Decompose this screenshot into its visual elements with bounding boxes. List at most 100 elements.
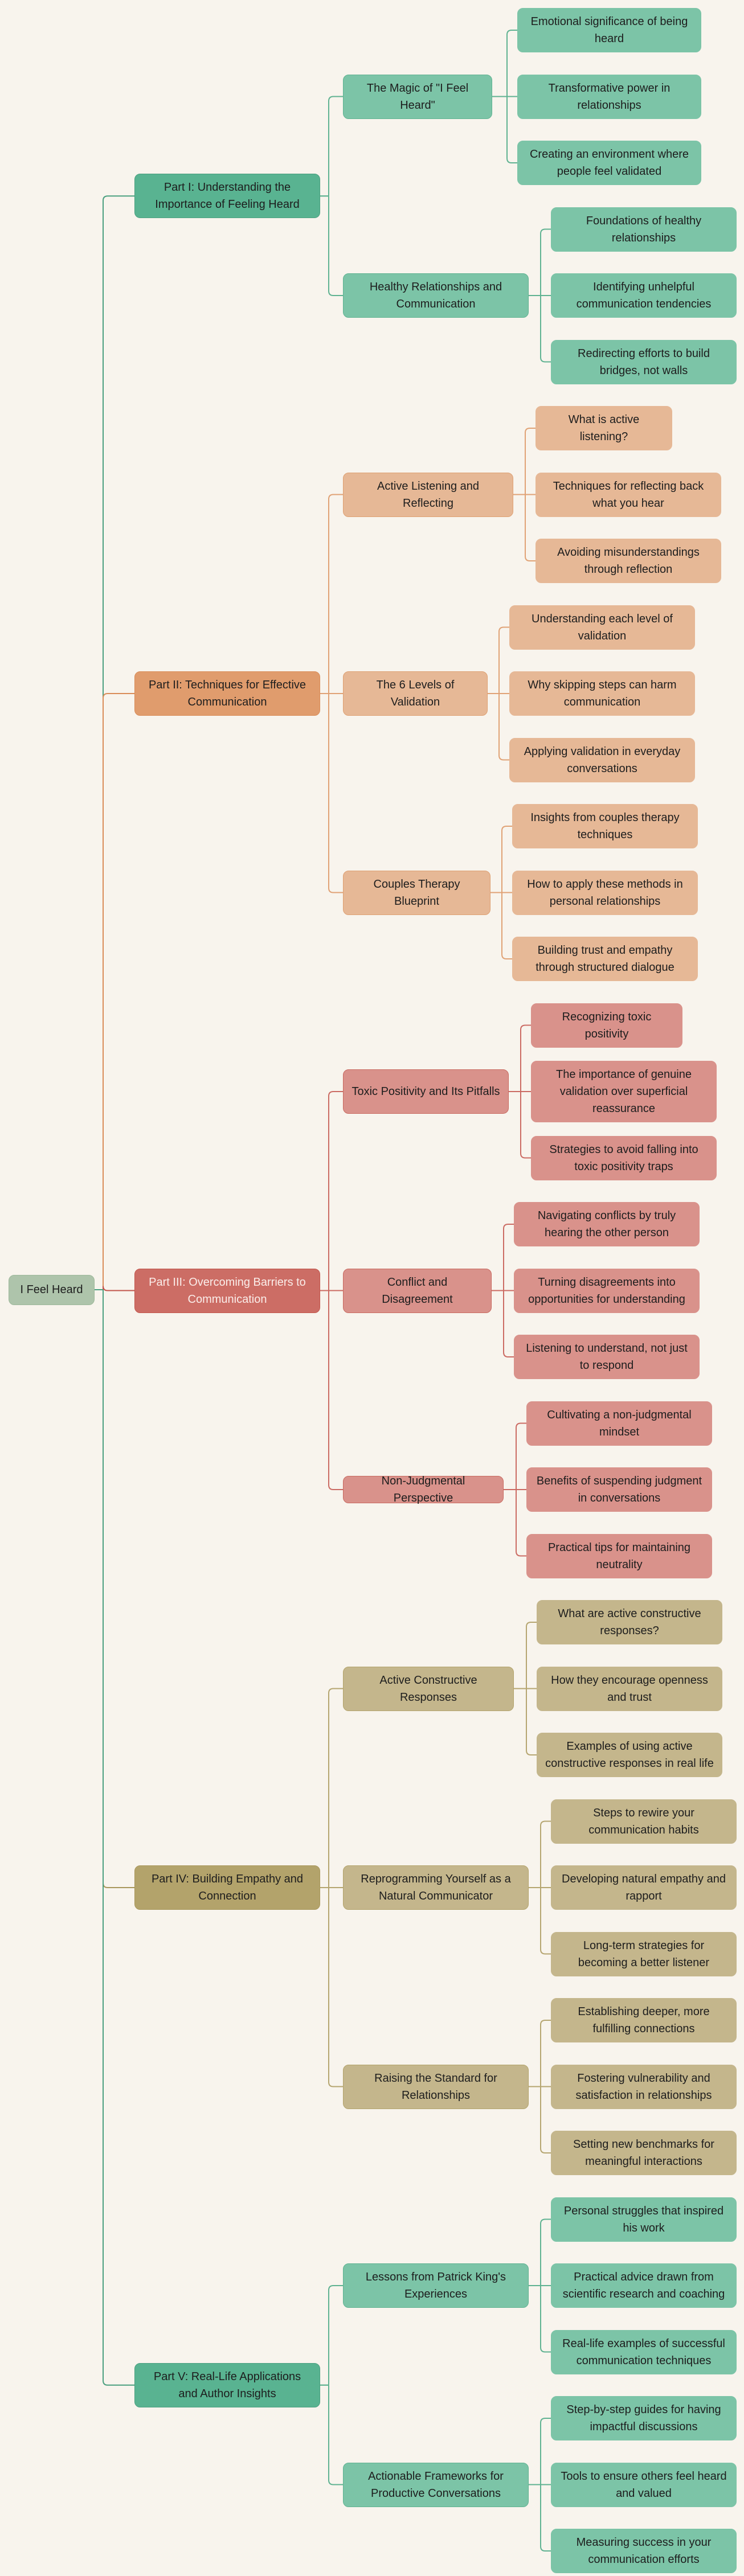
leaf-node[interactable]: Examples of using active constructive re… [537,1733,722,1777]
section-node-label: Reprogramming Yourself as a Natural Comm… [361,1873,511,1902]
section-node[interactable]: Non-Judgmental Perspective [343,1475,504,1504]
leaf-node[interactable]: Understanding each level of validation [509,605,695,650]
section-to-leaf-connector [488,626,509,694]
leaf-node[interactable]: Foundations of healthy relationships [551,207,737,252]
section-node-label: Lessons from Patrick King's Experiences [365,2271,506,2300]
part-to-section-connector [320,96,343,197]
leaf-node-label: What are active constructive responses? [558,1607,701,1637]
leaf-node-label: Practical advice drawn from scientific r… [562,2271,725,2300]
leaf-node[interactable]: Practical advice drawn from scientific r… [551,2263,737,2308]
leaf-node-label: Personal struggles that inspired his wor… [563,2204,724,2234]
section-to-leaf-connector [529,2218,551,2286]
part-node-label: Part III: Overcoming Barriers to Communi… [149,1275,306,1306]
leaf-node-label: Techniques for reflecting back what you … [553,479,704,510]
leaf-node-label: What is active listening? [568,413,640,443]
section-to-leaf-connector [492,30,517,97]
leaf-node[interactable]: Developing natural empathy and rapport [551,1865,737,1910]
section-to-leaf-connector [529,2418,551,2485]
leaf-node-label: Recognizing toxic positivity [562,1010,652,1040]
part-to-section-connector [320,1688,343,1888]
leaf-node[interactable]: Creating an environment where people fee… [517,141,701,185]
leaf-node[interactable]: What are active constructive responses? [537,1600,722,1644]
leaf-node[interactable]: Insights from couples therapy techniques [512,804,698,848]
leaf-node[interactable]: Fostering vulnerability and satisfaction… [551,2064,737,2109]
section-node-label: Raising the Standard for Relationships [374,2072,497,2102]
section-node[interactable]: Raising the Standard for Relationships [343,2064,529,2109]
leaf-node[interactable]: Turning disagreements into opportunities… [514,1268,700,1313]
leaf-node[interactable]: Navigating conflicts by truly hearing th… [514,1202,700,1246]
leaf-node[interactable]: Step-by-step guides for having impactful… [551,2396,737,2440]
part-node[interactable]: Part I: Understanding the Importance of … [134,174,320,219]
section-node[interactable]: Active Listening and Reflecting [343,472,513,517]
leaf-node[interactable]: Establishing deeper, more fulfilling con… [551,1998,737,2042]
leaf-node[interactable]: Avoiding misunderstandings through refle… [535,539,721,583]
leaf-node[interactable]: Emotional significance of being heard [517,8,701,52]
leaf-node[interactable]: Transformative power in relationships [517,74,701,119]
section-node[interactable]: Conflict and Disagreement [343,1268,492,1313]
section-node[interactable]: The Magic of "I Feel Heard" [343,74,492,119]
leaf-node-label: Building trust and empathy through struc… [535,944,674,974]
section-to-leaf-connector [529,2086,551,2153]
leaf-node[interactable]: Real-life examples of successful communi… [551,2329,737,2374]
leaf-node-label: Creating an environment where people fee… [529,148,689,178]
leaf-node[interactable]: Strategies to avoid falling into toxic p… [531,1135,717,1180]
leaf-node[interactable]: How to apply these methods in personal r… [512,870,698,915]
leaf-node-label: Listening to understand, not just to res… [526,1342,688,1372]
leaf-node[interactable]: Personal struggles that inspired his wor… [551,2197,737,2242]
leaf-node[interactable]: Tools to ensure others feel heard and va… [551,2462,737,2507]
section-to-leaf-connector [504,1489,526,1557]
part-to-section-connector [320,195,343,296]
part-node[interactable]: Part II: Techniques for Effective Commun… [134,671,320,716]
section-node[interactable]: The 6 Levels of Validation [343,671,488,716]
section-to-leaf-connector [514,1688,537,1755]
part-node-label: Part V: Real-Life Applications and Autho… [153,2370,301,2400]
leaf-node[interactable]: Techniques for reflecting back what you … [535,472,721,517]
part-node[interactable]: Part V: Real-Life Applications and Autho… [134,2362,320,2407]
leaf-node[interactable]: Setting new benchmarks for meaningful in… [551,2131,737,2175]
section-node[interactable]: Healthy Relationships and Communication [343,273,529,318]
leaf-node[interactable]: Measuring success in your communication … [551,2529,737,2573]
leaf-node-label: Navigating conflicts by truly hearing th… [537,1209,676,1239]
leaf-node-label: Why skipping steps can harm communicatio… [528,679,677,708]
leaf-node-label: Step-by-step guides for having impactful… [566,2403,721,2433]
leaf-node-label: Foundations of healthy relationships [586,214,702,244]
root-node[interactable]: I Feel Heard [9,1274,95,1305]
section-node[interactable]: Toxic Positivity and Its Pitfalls [343,1069,509,1114]
leaf-node[interactable]: The importance of genuine validation ove… [531,1061,717,1122]
part-node[interactable]: Part IV: Building Empathy and Connection [134,1865,320,1910]
section-to-leaf-connector [529,295,551,363]
section-node-label: Healthy Relationships and Communication [369,281,502,310]
root-to-part-connector [95,195,134,1290]
leaf-node[interactable]: Long-term strategies for becoming a bett… [551,1931,737,1976]
section-to-leaf-connector [529,1820,551,1888]
section-node-label: Actionable Frameworks for Productive Con… [368,2470,504,2500]
leaf-node[interactable]: Recognizing toxic positivity [531,1003,682,1048]
leaf-node[interactable]: Benefits of suspending judgment in conve… [526,1467,712,1512]
leaf-node[interactable]: Listening to understand, not just to res… [514,1335,700,1379]
leaf-node-label: Establishing deeper, more fulfilling con… [578,2005,710,2035]
section-node[interactable]: Couples Therapy Blueprint [343,870,490,915]
leaf-node[interactable]: Building trust and empathy through struc… [512,937,698,981]
leaf-node-label: Redirecting efforts to build bridges, no… [578,347,710,377]
leaf-node[interactable]: Applying validation in everyday conversa… [509,737,695,782]
leaf-node[interactable]: Steps to rewire your communication habit… [551,1799,737,1844]
leaf-node[interactable]: What is active listening? [535,406,672,450]
leaf-node-label: Transformative power in relationships [548,81,671,112]
leaf-node[interactable]: How they encourage openness and trust [537,1666,722,1711]
part-node[interactable]: Part III: Overcoming Barriers to Communi… [134,1268,320,1313]
leaf-node[interactable]: Why skipping steps can harm communicatio… [509,671,695,716]
leaf-node-label: Insights from couples therapy techniques [530,811,680,841]
section-to-leaf-connector [529,2484,551,2552]
leaf-node-label: Real-life examples of successful communi… [562,2337,725,2367]
section-node-label: Active Listening and Reflecting [377,479,479,510]
section-node[interactable]: Actionable Frameworks for Productive Con… [343,2462,529,2507]
root-to-part-connector [95,1289,134,2386]
section-node[interactable]: Lessons from Patrick King's Experiences [343,2263,529,2308]
leaf-node[interactable]: Practical tips for maintaining neutralit… [526,1533,712,1578]
section-node[interactable]: Active Constructive Responses [343,1666,514,1711]
leaf-node[interactable]: Redirecting efforts to build bridges, no… [551,339,737,384]
leaf-node[interactable]: Cultivating a non-judgmental mindset [526,1401,712,1446]
section-node[interactable]: Reprogramming Yourself as a Natural Comm… [343,1865,529,1910]
leaf-node[interactable]: Identifying unhelpful communication tend… [551,273,737,318]
